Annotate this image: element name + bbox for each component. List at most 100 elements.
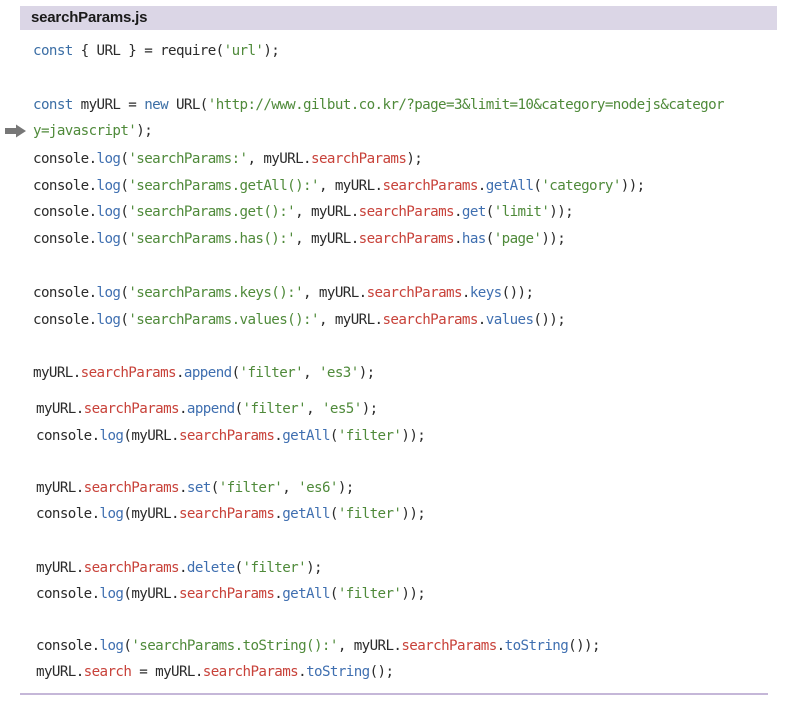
code-token: ( [120, 231, 129, 247]
code-token: ( [234, 560, 244, 576]
line-wrap-arrow-icon [5, 124, 26, 138]
code-token: ( [123, 638, 132, 654]
code-token: 'searchParams.values():' [128, 312, 319, 328]
code-token: 'filter' [337, 506, 402, 522]
code-token: , myURL. [318, 178, 383, 194]
code-token: 'category' [541, 178, 621, 194]
code-token: log [96, 204, 121, 220]
code-token: searchParams [202, 664, 299, 680]
code-token: ); [361, 401, 378, 417]
code-token: searchParams [382, 312, 478, 328]
code-line: console.log('searchParams.has():', myURL… [33, 230, 566, 248]
code-token: . [274, 506, 283, 522]
code-token: searchParams [83, 480, 180, 496]
code-token: ); [406, 151, 423, 167]
code-line: const { URL } = require('url'); [33, 42, 280, 60]
code-token: ( [120, 204, 129, 220]
code-token: console. [33, 178, 97, 194]
code-line: myURL.search = myURL.searchParams.toStri… [36, 663, 394, 681]
code-token: const [33, 43, 73, 59]
code-token: 'filter' [337, 586, 402, 602]
code-token: ( [234, 401, 244, 417]
code-token: ()); [501, 285, 534, 301]
code-token: . [453, 204, 463, 220]
code-token: (myURL. [123, 586, 179, 602]
code-token: . [178, 401, 188, 417]
code-token: myURL = [72, 97, 145, 113]
code-token: ( [329, 428, 339, 444]
code-token: , [303, 365, 319, 381]
code-token: , myURL. [295, 231, 359, 247]
code-token: 'http://www.gilbut.co.kr/?page=3&limit=1… [207, 97, 725, 113]
code-token: 'page' [493, 231, 542, 247]
code-token: log [99, 638, 124, 654]
code-token: 'limit' [493, 204, 550, 220]
code-token: log [99, 428, 124, 444]
code-token: ( [485, 204, 495, 220]
code-token: )); [401, 428, 426, 444]
code-token: )); [541, 231, 566, 247]
code-token: . [175, 365, 185, 381]
code-token: ); [263, 43, 280, 59]
code-token: get [461, 204, 486, 220]
code-token: ( [210, 480, 220, 496]
code-token: 'searchParams.get():' [128, 204, 296, 220]
code-token: { URL } = [72, 43, 161, 59]
code-token: , [282, 480, 299, 496]
code-token: keys [469, 285, 502, 301]
code-token: 'searchParams.toString():' [131, 638, 338, 654]
code-token: set [186, 480, 211, 496]
code-token: new [144, 97, 169, 113]
code-token: console. [33, 151, 97, 167]
code-token: console. [33, 204, 97, 220]
code-token: myURL. [36, 480, 84, 496]
code-token: )); [401, 586, 426, 602]
code-token: = myURL. [131, 664, 203, 680]
code-token: require( [160, 43, 224, 59]
code-token: console. [36, 428, 100, 444]
code-token: ( [120, 312, 129, 328]
code-token: ); [306, 560, 322, 576]
code-token: ( [533, 178, 542, 194]
code-token: searchParams [311, 151, 407, 167]
code-token: myURL. [36, 401, 84, 417]
code-token: searchParams [401, 638, 497, 654]
code-token: console. [33, 231, 97, 247]
code-token: log [96, 231, 121, 247]
code-token: ( [329, 506, 339, 522]
code-line: y=javascript'); [33, 122, 153, 140]
code-token: ()); [533, 312, 566, 328]
code-token: searchParams [382, 178, 478, 194]
code-token: 'searchParams.has():' [128, 231, 296, 247]
code-token: . [274, 586, 283, 602]
code-token: searchParams [178, 506, 275, 522]
code-token: . [178, 560, 188, 576]
code-line: myURL.searchParams.append('filter', 'es5… [36, 400, 378, 418]
bottom-divider [20, 693, 768, 695]
code-token: ( [120, 285, 129, 301]
code-token: searchParams [358, 231, 455, 247]
code-token: . [274, 428, 283, 444]
code-token: ()); [568, 638, 600, 654]
code-token: 'es3' [318, 365, 359, 381]
code-token: . [461, 285, 471, 301]
code-token: myURL. [33, 365, 81, 381]
code-token: 'filter' [242, 401, 307, 417]
code-token: getAll [282, 506, 330, 522]
code-token: log [99, 506, 124, 522]
code-line: console.log(myURL.searchParams.getAll('f… [36, 505, 426, 523]
code-token: )); [620, 178, 645, 194]
code-token: 'url' [223, 43, 264, 59]
code-line: console.log('searchParams.toString():', … [36, 637, 601, 655]
code-token: console. [33, 312, 97, 328]
code-token: toString [306, 664, 370, 680]
code-token: ( [485, 231, 495, 247]
code-token: log [96, 151, 121, 167]
code-token: 'filter' [239, 365, 304, 381]
code-token: , myURL. [247, 151, 311, 167]
code-token: toString [504, 638, 569, 654]
code-token: const [33, 97, 73, 113]
code-token: . [298, 664, 307, 680]
code-line: console.log('searchParams.keys():', myUR… [33, 284, 534, 302]
code-line: console.log(myURL.searchParams.getAll('f… [36, 585, 426, 603]
